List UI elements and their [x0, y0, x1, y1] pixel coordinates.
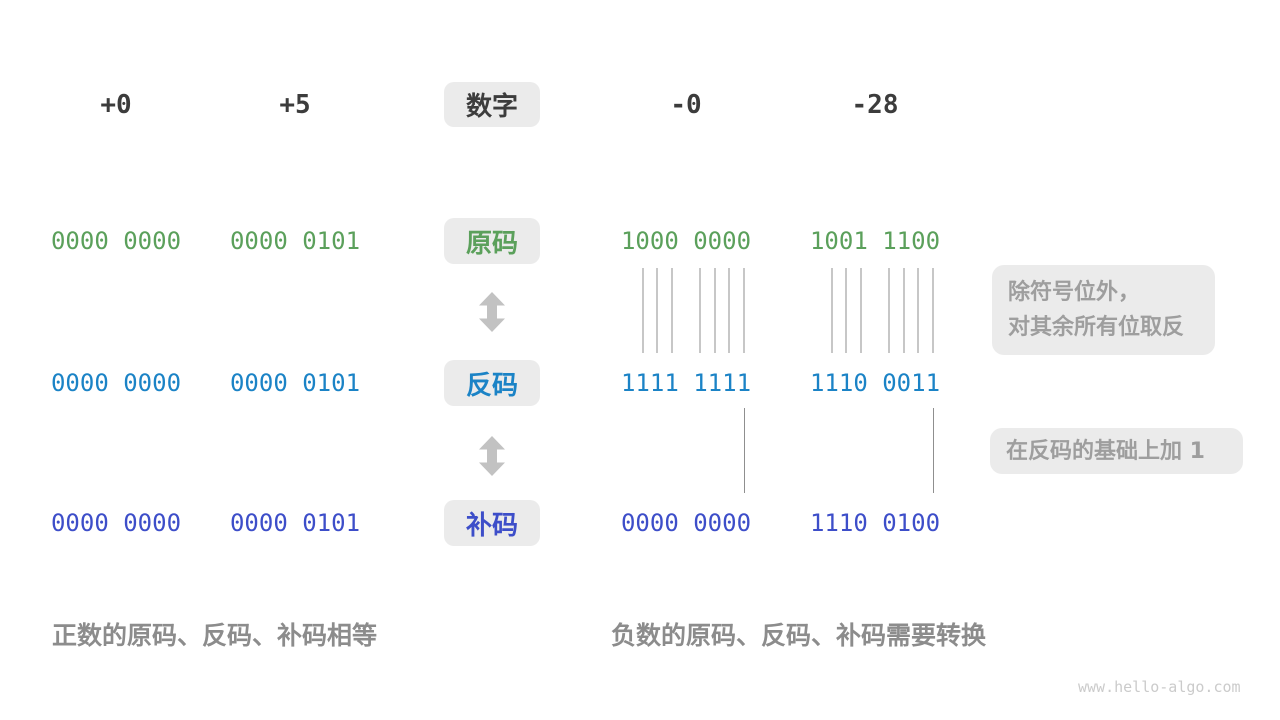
up-down-arrow-icon [479, 436, 505, 476]
binary-value: 0000 0101 [229, 369, 361, 397]
binary-value: 1110 0100 [809, 509, 941, 537]
badge-sign-magnitude: 原码 [444, 218, 540, 264]
watermark: www.hello-algo.com [1078, 678, 1241, 696]
bit-invert-lines [810, 268, 940, 353]
add-one-line [744, 408, 745, 493]
header-plus-0: +0 [100, 90, 132, 120]
header-plus-5: +5 [279, 90, 311, 120]
binary-value: 0000 0000 [50, 509, 182, 537]
badge-ones-complement: 反码 [444, 360, 540, 406]
binary-value: 1110 0011 [809, 369, 941, 397]
binary-value: 0000 0101 [229, 509, 361, 537]
note-invert-bits: 除符号位外， 对其余所有位取反 [992, 265, 1215, 355]
caption-positive: 正数的原码、反码、补码相等 [52, 621, 378, 650]
badge-number: 数字 [444, 82, 540, 127]
header-minus-28: -28 [851, 90, 899, 120]
caption-negative: 负数的原码、反码、补码需要转换 [611, 621, 987, 650]
bit-invert-lines [621, 268, 751, 353]
binary-value: 1111 1111 [620, 369, 752, 397]
binary-value: 0000 0000 [50, 227, 182, 255]
note-invert-bits-line1: 除符号位外， [1008, 280, 1141, 305]
add-one-line [933, 408, 934, 493]
header-minus-0: -0 [670, 90, 702, 120]
binary-value: 1000 0000 [620, 227, 752, 255]
note-invert-bits-line2: 对其余所有位取反 [1008, 315, 1185, 340]
note-add-one-text: 在反码的基础上加 1 [1006, 438, 1205, 464]
binary-value: 1001 1100 [809, 227, 941, 255]
note-add-one: 在反码的基础上加 1 [990, 428, 1243, 474]
binary-value: 0000 0101 [229, 227, 361, 255]
up-down-arrow-icon [479, 292, 505, 332]
binary-value: 0000 0000 [50, 369, 182, 397]
binary-value: 0000 0000 [620, 509, 752, 537]
badge-twos-complement: 补码 [444, 500, 540, 546]
